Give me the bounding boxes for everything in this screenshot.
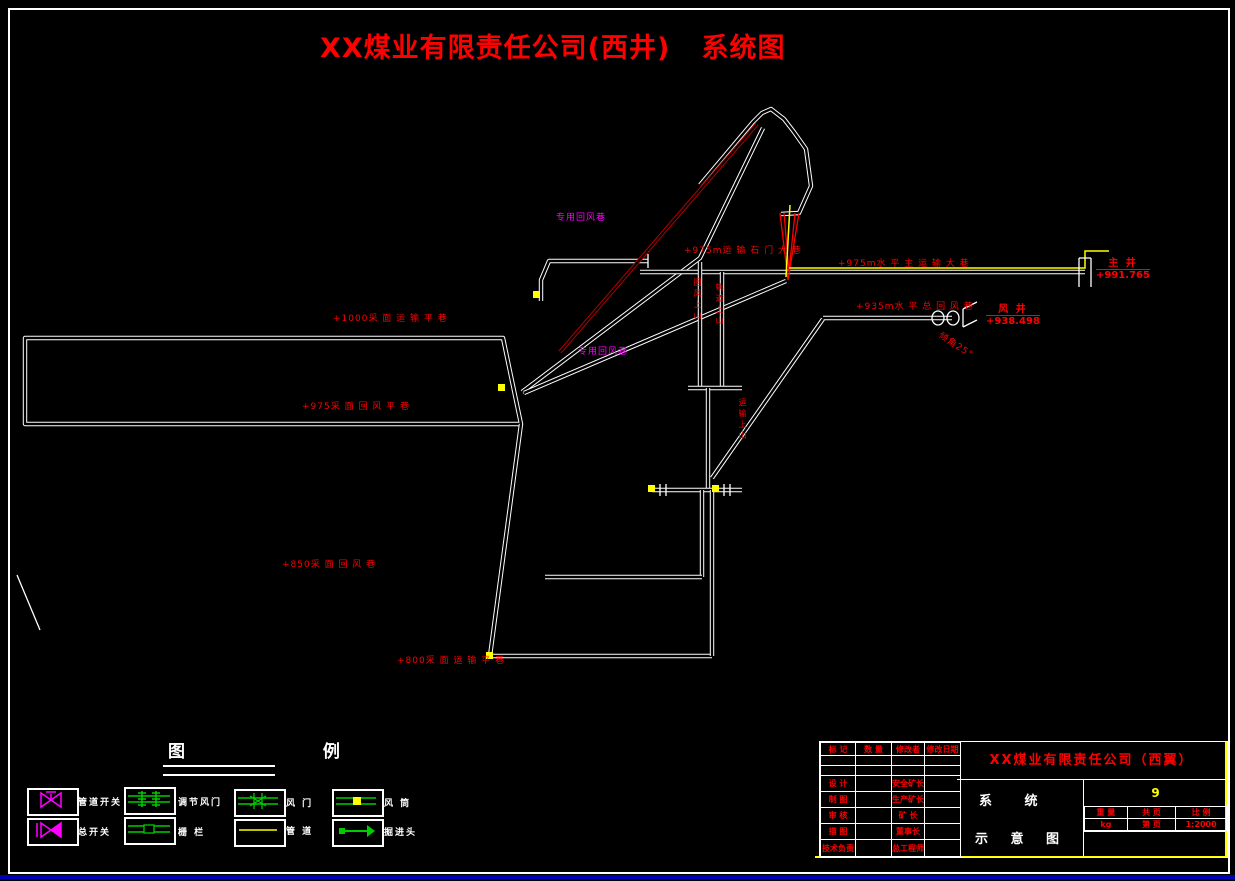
seal-squares [486, 291, 719, 659]
return-airway-label: 专用回风巷 [556, 213, 607, 223]
signature-grid: 标 记 数 量 修改者 修改日期 设 计 安全矿长 制 图 生产矿长 审 核 矿… [820, 742, 961, 857]
role-label: 安全矿长 [891, 775, 925, 792]
legend-label: 管 道 [286, 827, 314, 837]
role-label: 设 计 [820, 775, 856, 792]
air-shaft-label: 风 井 +938.498 [986, 300, 1040, 327]
rise-roadway-label: 运输上山 [738, 398, 747, 442]
role-label: 描 图 [820, 823, 856, 840]
legend-symbol-box [332, 819, 384, 847]
diagram-label: 示 意 图 [975, 832, 1069, 847]
legend-label: 管道开关 [78, 798, 123, 808]
titleblock-yellow-line [1225, 741, 1227, 858]
legend-label: 总开关 [78, 828, 112, 838]
roadway-network [25, 109, 1085, 656]
return-air-red-path [558, 122, 800, 354]
return-airway-label: 专用回风巷 [578, 347, 629, 357]
legend-label: 掘进头 [384, 828, 418, 838]
shaft-elevation: +991.765 [1096, 269, 1150, 281]
roadway-label: +975采 面 回 风 平 巷 [302, 402, 411, 412]
roadway-label: +800采 面 运 输 平 巷 [397, 656, 506, 666]
weight-value: kg [1084, 818, 1128, 831]
legend-symbol-box [234, 789, 286, 817]
page-value: 第 页 [1126, 818, 1177, 831]
roadway-label: +975m水 平 主 运 输 大 巷 [838, 259, 970, 269]
bottom-blue-strip [0, 875, 1235, 879]
rise-roadway-label: 回风上山 [693, 278, 702, 322]
main-shaft-symbol [1078, 257, 1092, 287]
main-shaft-label: 主 井 +991.765 [1096, 254, 1150, 281]
system-cell: 系 统 示 意 图 [957, 780, 1084, 856]
role-label: 总工程师 [891, 839, 925, 857]
page-title: XX煤业有限责任公司(西井) 系统图 [320, 33, 786, 64]
legend-symbol-box [124, 817, 176, 845]
legend-symbol-box [124, 787, 176, 815]
pages-label: 共 页 [1126, 806, 1177, 819]
title-block: 标 记 数 量 修改者 修改日期 设 计 安全矿长 制 图 生产矿长 审 核 矿… [819, 741, 1228, 858]
role-label: 技术负责 [820, 839, 856, 857]
legend-label: 风 门 [286, 799, 314, 809]
role-label: 生产矿长 [891, 791, 925, 808]
shaft-name: 主 井 [1108, 258, 1138, 269]
scale-value: 1:2000 [1175, 818, 1227, 831]
grid-header: 修改日期 [924, 742, 961, 756]
rise-roadway-label: 轨道上山 [715, 283, 724, 327]
grid-header: 修改者 [891, 742, 925, 756]
legend-symbol-box [27, 788, 79, 816]
shaft-name: 风 井 [998, 304, 1028, 315]
pipeline-icon [239, 829, 277, 831]
air-door-ticks [647, 254, 731, 496]
roadway-label: +935m水 平 总 回 风 巷 [856, 302, 974, 312]
sheet-border [8, 8, 1230, 874]
grid-header: 数 量 [855, 742, 892, 756]
scale-label: 比 例 [1175, 806, 1227, 819]
pipeline-yellow-path [785, 204, 1109, 278]
fan-shaft-symbol [931, 301, 978, 328]
roadway-label: +1000采 面 运 输 平 巷 [333, 314, 448, 324]
system-label: 系 统 [979, 794, 1052, 809]
boundary-stub [16, 574, 41, 631]
legend-label: 栅 栏 [178, 828, 206, 838]
grid-header: 标 记 [820, 742, 856, 756]
weight-label: 重 量 [1084, 806, 1128, 819]
pipe-valve-main-icon [36, 821, 62, 839]
system-number: 9 [1151, 786, 1160, 800]
heading-face-icon [339, 825, 375, 837]
fence-icon [128, 824, 170, 834]
shaft-elevation: +938.498 [986, 315, 1040, 327]
legend-symbol-box [234, 819, 286, 847]
role-label: 矿 长 [891, 807, 925, 824]
legend-label: 调节风门 [178, 798, 223, 808]
scale-grid: 重 量 共 页 比 例 kg 第 页 1:2000 [1084, 806, 1227, 831]
legend-label: 风 筒 [384, 799, 412, 809]
legend-symbol-box [27, 818, 79, 846]
legend-symbol-box [332, 789, 384, 817]
roadway-label: +975m运 输 石 门 大 巷 [684, 246, 802, 256]
air-duct-icon [336, 797, 376, 805]
regulating-air-door-icon [128, 791, 170, 807]
pipe-valve-open-icon [40, 791, 62, 809]
empty-cell [1084, 831, 1226, 857]
role-label: 制 图 [820, 791, 856, 808]
roadway-label: +850采 面 回 风 巷 [282, 560, 377, 570]
legend-rule [163, 765, 275, 776]
legend-title: 图 例 [168, 742, 406, 762]
air-door-icon [238, 793, 278, 809]
role-label: 董事长 [891, 823, 925, 840]
company-name: XX煤业有限责任公司（西翼） [957, 742, 1226, 780]
role-label: 审 核 [820, 807, 856, 824]
